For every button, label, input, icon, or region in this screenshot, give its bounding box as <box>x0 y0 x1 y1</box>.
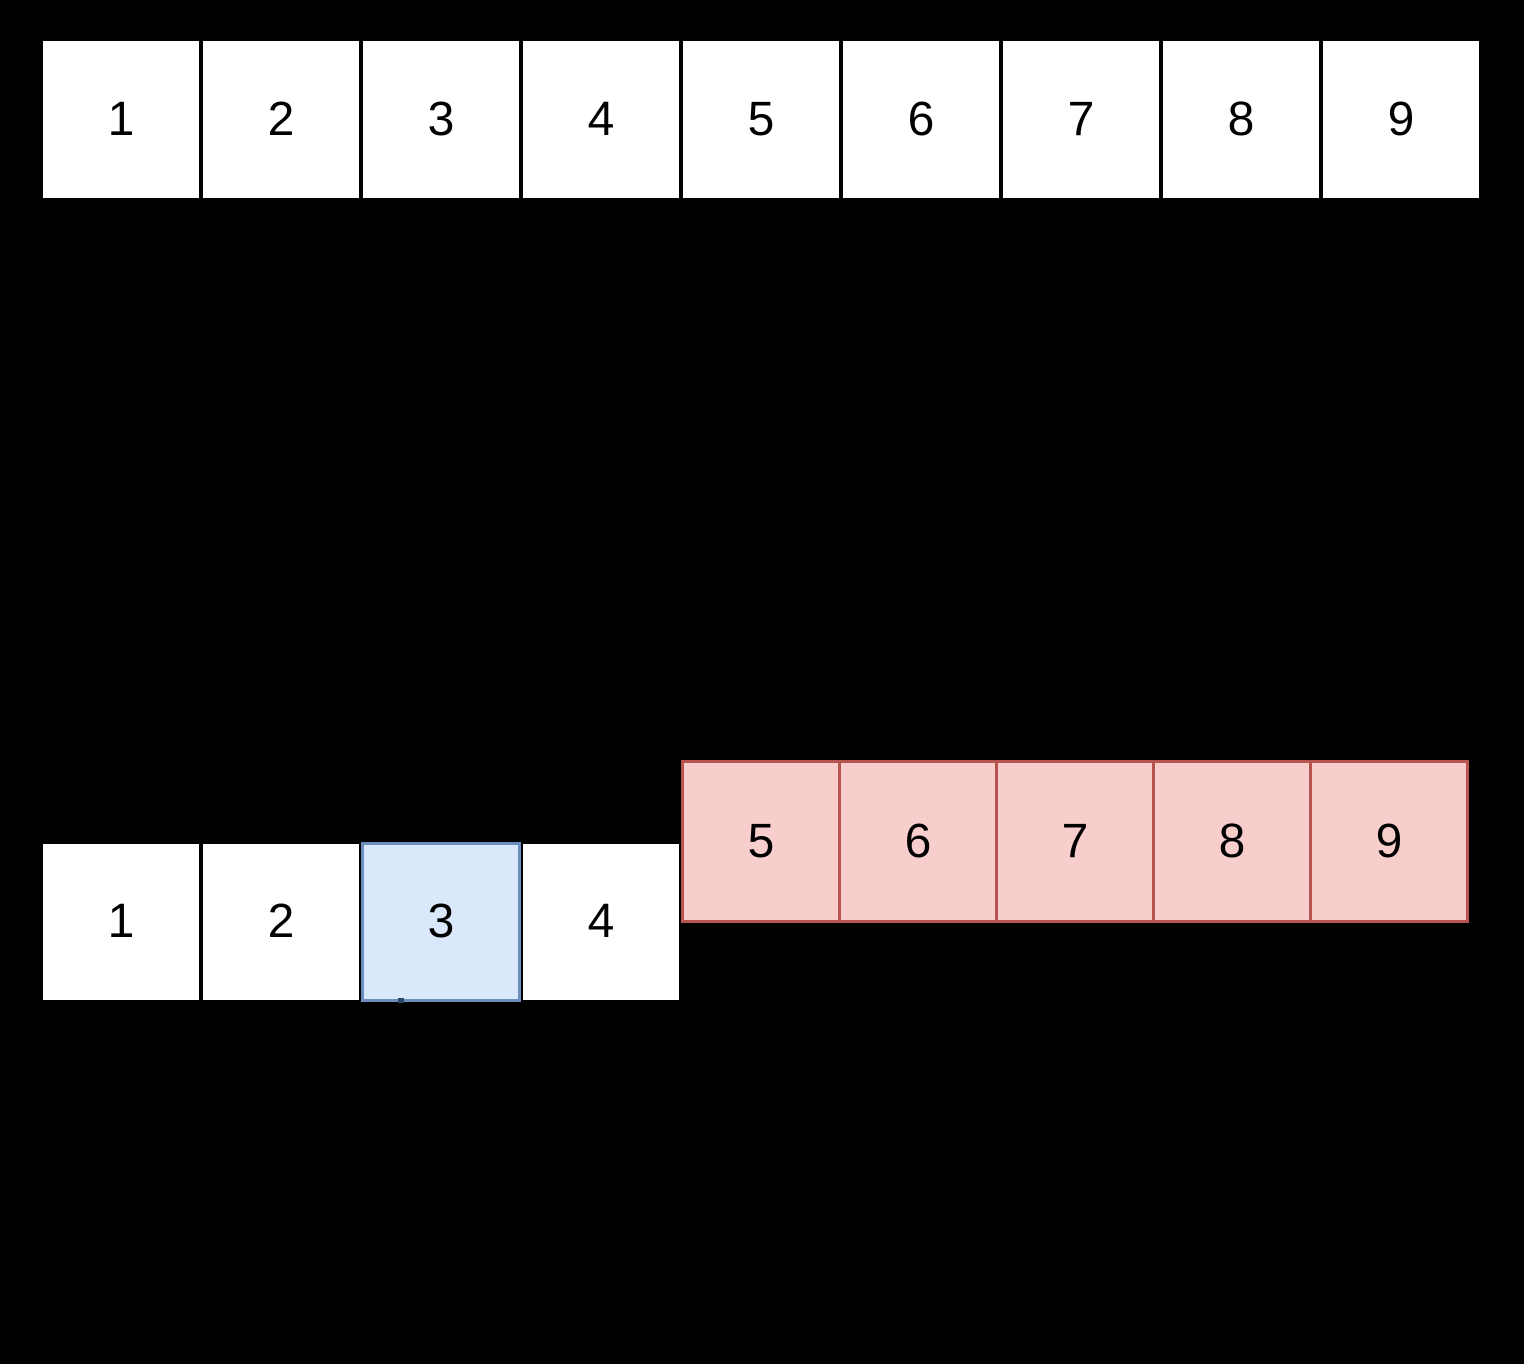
array-cell[interactable]: 6 <box>841 39 1001 200</box>
array-cell-label: 6 <box>907 92 935 146</box>
array-cell-label: 9 <box>1387 92 1415 146</box>
array-cell-label: 3 <box>427 895 455 948</box>
array-cell[interactable]: 7 <box>1001 39 1161 200</box>
array-cell-label: 8 <box>1227 92 1255 146</box>
array-cell-label: 1 <box>107 92 135 146</box>
array-cell-label: 3 <box>427 92 455 146</box>
array-cell[interactable]: 7 <box>995 760 1155 923</box>
connector-dot-below-highlight <box>398 998 404 1003</box>
array-cell-label: 7 <box>1061 814 1089 868</box>
array-cell[interactable]: 8 <box>1161 39 1321 200</box>
array-cell[interactable]: 6 <box>838 760 998 923</box>
array-cell[interactable]: 4 <box>521 842 681 1002</box>
array-cell[interactable]: 1 <box>41 39 201 200</box>
array-cell[interactable]: 8 <box>1152 760 1312 923</box>
array-cell-label: 4 <box>587 92 615 146</box>
array-cell[interactable]: 2 <box>201 39 361 200</box>
array-cell[interactable]: 3 <box>361 842 521 1002</box>
array-cell[interactable]: 4 <box>521 39 681 200</box>
array-cell-label: 2 <box>267 92 295 146</box>
array-cell-label: 7 <box>1067 92 1095 146</box>
array-cell[interactable]: 9 <box>1321 39 1481 200</box>
array-cell-label: 4 <box>587 895 615 948</box>
array-cell[interactable]: 5 <box>681 39 841 200</box>
array-cell-label: 6 <box>904 814 932 868</box>
array-cell-label: 5 <box>747 814 775 868</box>
array-cell-label: 5 <box>747 92 775 146</box>
array-cell[interactable]: 5 <box>681 760 841 923</box>
full-array-row: 1 2 3 4 5 6 7 8 9 <box>41 39 1481 200</box>
array-cell-label: 1 <box>107 895 135 948</box>
array-cell-label: 9 <box>1375 814 1403 868</box>
array-cell-label: 8 <box>1218 814 1246 868</box>
right-partition-row: 5 6 7 8 9 <box>681 760 1469 923</box>
array-cell-label: 2 <box>267 895 295 948</box>
array-cell[interactable]: 2 <box>201 842 361 1002</box>
left-partition-row: 1 2 3 4 <box>41 842 681 1002</box>
array-cell[interactable]: 9 <box>1309 760 1469 923</box>
array-cell[interactable]: 3 <box>361 39 521 200</box>
array-cell[interactable]: 1 <box>41 842 201 1002</box>
